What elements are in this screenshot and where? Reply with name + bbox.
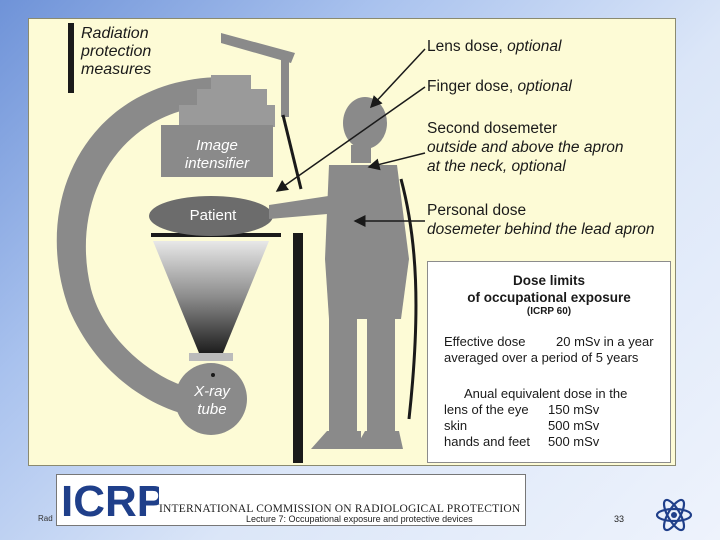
footer-left-text: Rad (38, 514, 53, 523)
page-number: 33 (614, 514, 625, 524)
image-intensifier-label: Image intensifier (184, 137, 250, 172)
arrow-finger (275, 86, 426, 192)
tube-housing-top (189, 353, 233, 361)
xray-cone (153, 241, 269, 353)
effective-dose-note: averaged over a period of 5 years (444, 350, 639, 365)
intensifier-lower (179, 105, 275, 127)
dose-limits-title: Dose limits of occupational exposure (467, 273, 631, 305)
row-value-2: 500 mSv (548, 434, 600, 449)
patient-ellipse (149, 196, 273, 236)
row-value-0: 150 mSv (548, 402, 600, 417)
arrow-second (367, 152, 426, 171)
callout-personal-dose: Personal dose dosemeter behind the lead … (427, 202, 655, 238)
row-organ-1: skin (444, 418, 468, 433)
table-support (293, 233, 303, 463)
shield-rod (281, 114, 303, 190)
intensifier-body (161, 125, 273, 177)
arrow-lens (369, 48, 426, 109)
row-value-1: 500 mSv (548, 418, 600, 433)
callout-second-dosemeter: Second dosemeter outside and above the a… (427, 120, 624, 175)
effective-dose-value: 20 mSv in a year (556, 334, 654, 349)
title-bar (68, 23, 74, 93)
lead-apron-edge (399, 178, 418, 420)
xray-tube-circle (175, 363, 247, 435)
ceiling-shield-arm (221, 33, 295, 63)
effective-dose-label: Effective dose (444, 334, 526, 349)
icrp-banner: ICRP INTERNATIONAL COMMISSION ON RADIOLO… (56, 474, 526, 526)
ceiling-pole (281, 57, 289, 117)
icrp-logo-icon: ICRP (61, 479, 159, 521)
dose-limits-box: Dose limits of occupational exposure (IC… (427, 261, 671, 463)
intensifier-top (211, 75, 251, 91)
lecture-title: Lecture 7: Occupational exposure and pro… (246, 514, 473, 524)
row-organ-0: lens of the eye (444, 402, 529, 417)
svg-text:ICRP: ICRP (61, 479, 159, 521)
row-organ-2: hands and feet (444, 434, 531, 449)
dose-limits-reference: (ICRP 60) (526, 306, 572, 317)
callout-finger-dose: Finger dose, optional (427, 78, 572, 95)
annual-heading: Anual equivalent dose in the (464, 386, 628, 401)
fluoroscopy-figure (56, 33, 426, 463)
slide-title: Radiation protection measures (81, 25, 152, 78)
intensifier-mid (197, 89, 267, 107)
focal-spot (211, 373, 215, 377)
commission-name: INTERNATIONAL COMMISSION ON RADIOLOGICAL… (159, 503, 521, 515)
xray-tube-label: X-ray tube (194, 383, 230, 418)
c-arm (56, 77, 221, 419)
patient-label: Patient (189, 207, 237, 224)
callout-lens-dose: Lens dose, optional (427, 38, 562, 55)
diagram-panel: Radiation protection measures (28, 18, 676, 466)
iaea-logo-icon (655, 498, 693, 532)
